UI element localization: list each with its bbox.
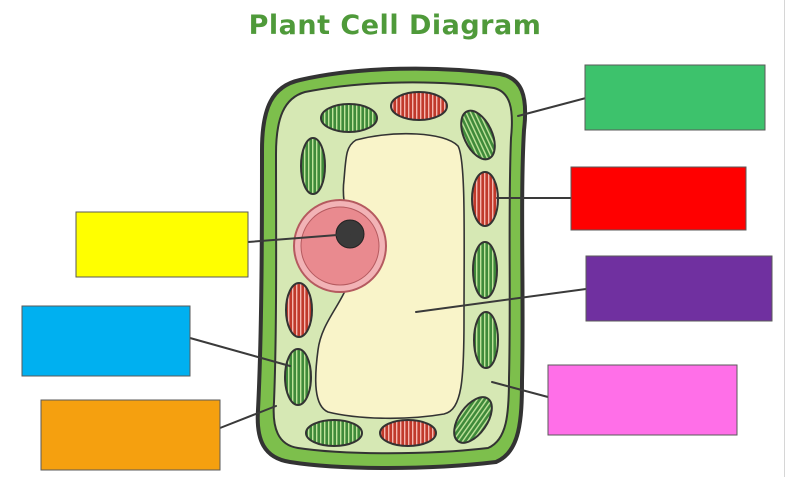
label-box-vacuole[interactable] xyxy=(585,255,773,322)
leader-line-chloroplast xyxy=(189,337,291,367)
chloroplast xyxy=(473,311,499,369)
leader-line-cell-membrane xyxy=(219,405,277,429)
leader-line-nucleus xyxy=(247,233,351,243)
label-box-cell-wall[interactable] xyxy=(584,64,766,131)
chloroplast xyxy=(300,137,326,195)
chloroplasts xyxy=(284,103,499,447)
mitochondrion xyxy=(379,419,437,447)
chloroplast xyxy=(320,103,378,133)
mitochondrion xyxy=(285,282,313,338)
label-boxes xyxy=(21,64,773,471)
label-box-cytoplasm[interactable] xyxy=(547,364,738,436)
diagram-title: Plant Cell Diagram xyxy=(248,10,542,41)
nucleus xyxy=(293,199,387,293)
label-box-nucleus[interactable] xyxy=(75,211,249,278)
leader-line-vacuole xyxy=(415,288,587,313)
mitochondrion xyxy=(390,91,448,121)
leader-lines xyxy=(189,97,587,429)
chloroplast xyxy=(305,419,363,447)
chloroplast xyxy=(453,396,493,444)
label-box-mitochondrion[interactable] xyxy=(570,166,747,231)
mitochondria xyxy=(285,91,499,447)
chloroplast xyxy=(284,348,312,406)
label-box-chloroplast[interactable] xyxy=(21,305,191,377)
chloroplast xyxy=(472,241,498,299)
label-box-cell-membrane[interactable] xyxy=(40,399,221,471)
mitochondrion xyxy=(471,171,499,227)
chloroplast xyxy=(460,109,496,161)
leader-line-cell-wall xyxy=(517,97,587,117)
leader-line-cytoplasm xyxy=(491,381,549,398)
